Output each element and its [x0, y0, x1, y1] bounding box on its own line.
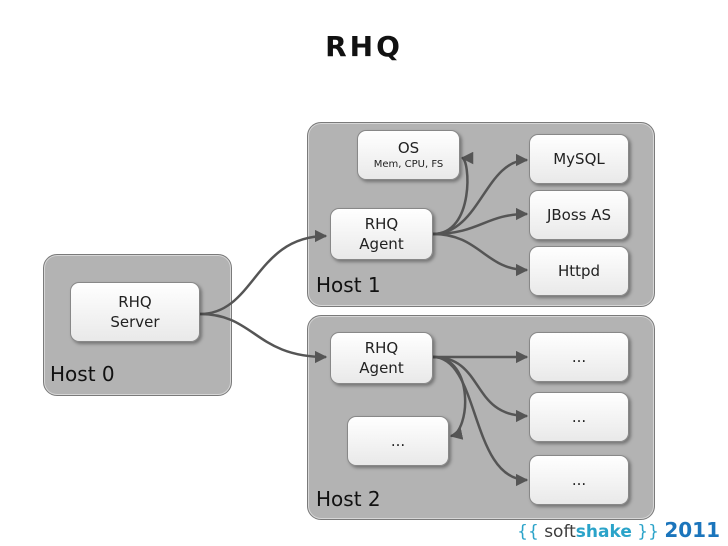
host-2-label: Host 2	[316, 487, 381, 511]
ellipsis-node-d: ...	[347, 416, 449, 466]
rhq-server-line2: Server	[110, 313, 160, 331]
rhq-agent-1-node: RHQ Agent	[330, 208, 433, 260]
logo-close-brace: }}	[637, 522, 659, 542]
arrow-agent1-to-httpd	[432, 232, 529, 277]
rhq-server-node: RHQ Server	[70, 282, 200, 342]
arrow-agent2-to-ellipsis-b	[432, 355, 529, 423]
rhq-server-line1: RHQ	[118, 293, 152, 311]
host-0-label: Host 0	[50, 362, 115, 386]
arrow-agent2-to-ellipsis-d	[432, 355, 467, 440]
rhq-agent-1-line2: Agent	[359, 235, 404, 253]
rhq-agent-1-line1: RHQ	[364, 215, 399, 233]
os-line1: OS	[397, 139, 420, 157]
arrow-server-to-agent2	[199, 312, 328, 364]
ellipsis-node-c: ...	[529, 455, 629, 505]
mysql-label: MySQL	[553, 150, 605, 168]
mysql-node: MySQL	[529, 134, 629, 184]
os-line2: Mem, CPU, FS	[373, 159, 444, 170]
arrow-agent1-to-jboss	[432, 207, 529, 236]
logo-year: 2011	[664, 518, 720, 542]
logo-soft: soft	[544, 522, 576, 542]
httpd-label: Httpd	[557, 262, 601, 280]
logo-shake: shake	[575, 522, 632, 542]
arrow-server-to-agent1	[199, 229, 328, 316]
rhq-agent-2-line1: RHQ	[364, 339, 399, 357]
os-node: OS Mem, CPU, FS	[357, 130, 460, 180]
arrow-agent1-to-mysql	[432, 153, 529, 236]
ellipsis-c-label: ...	[571, 471, 587, 489]
host-1-label: Host 1	[316, 273, 381, 297]
ellipsis-a-label: ...	[571, 348, 587, 366]
ellipsis-d-label: ...	[390, 432, 406, 450]
logo-open-brace: {{	[517, 522, 539, 542]
httpd-node: Httpd	[529, 246, 629, 296]
ellipsis-b-label: ...	[571, 408, 587, 426]
softshake-logo: {{ softshake }} 2011	[517, 518, 720, 542]
page-title: RHQ	[325, 30, 403, 63]
ellipsis-node-a: ...	[529, 332, 629, 382]
rhq-agent-2-line2: Agent	[359, 359, 404, 377]
rhq-agent-2-node: RHQ Agent	[330, 332, 433, 384]
ellipsis-node-b: ...	[529, 392, 629, 442]
jboss-as-label: JBoss AS	[546, 206, 612, 224]
jboss-as-node: JBoss AS	[529, 190, 629, 240]
